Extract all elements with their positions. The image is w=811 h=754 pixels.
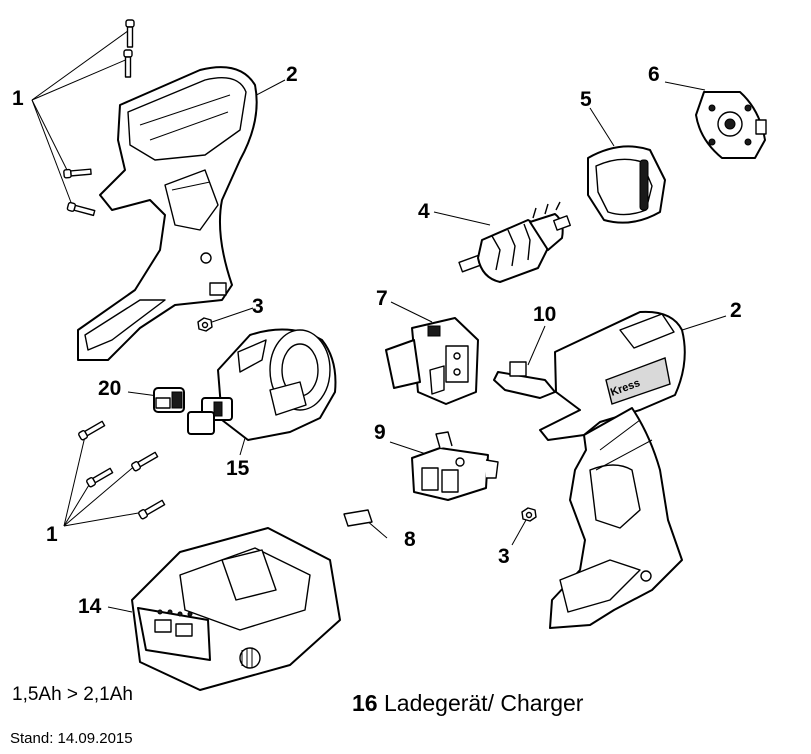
battery-capacity-note: 1,5Ah > 2,1Ah: [12, 684, 133, 705]
small-part: [343, 509, 373, 527]
armature: [458, 201, 571, 283]
screw: [123, 49, 133, 78]
callout-9: 9: [374, 421, 386, 444]
callout-7: 7: [376, 287, 388, 310]
screw-group-top: [63, 19, 135, 217]
screw-group-bottom: [78, 420, 166, 520]
lever: [493, 361, 556, 399]
leader-lines: [31, 27, 727, 613]
gear-housing: [187, 328, 337, 441]
callout-8: 8: [404, 528, 416, 551]
callout-4: 4: [418, 200, 430, 223]
screw: [125, 19, 135, 48]
switch: [385, 317, 479, 405]
callout-3-left: 3: [252, 295, 264, 318]
screw: [66, 201, 96, 217]
screw: [138, 499, 166, 520]
bearing-plate: [695, 91, 767, 159]
callout-20: 20: [98, 377, 122, 400]
callout-6: 6: [648, 63, 660, 86]
callout-3-right: 3: [498, 545, 510, 568]
callout-14: 14: [78, 595, 102, 618]
charger-label: Ladegerät/ Charger: [383, 690, 584, 716]
callout-2-right: 2: [730, 299, 742, 322]
screw: [63, 168, 92, 179]
magnet-ring: [587, 145, 666, 224]
housing-left-half: [77, 66, 258, 361]
screw: [131, 451, 159, 472]
callout-10: 10: [533, 303, 557, 326]
callout-2-left: 2: [286, 63, 298, 86]
battery-pack: [131, 527, 341, 691]
screw: [78, 420, 106, 441]
footer-date: Stand: 14.09.2015: [10, 730, 133, 747]
bit-adapter: [153, 387, 185, 413]
nut-right: [521, 507, 537, 522]
housing-right-half: Kress: [539, 310, 686, 629]
nut-left: [197, 317, 213, 332]
screw: [86, 467, 114, 488]
callout-5: 5: [580, 88, 592, 111]
charger-number: 16: [352, 690, 378, 716]
charger-caption: 16 Ladegerät/ Charger: [352, 690, 583, 717]
callout-1-top: 1: [12, 87, 24, 110]
callout-1-bottom: 1: [46, 523, 58, 546]
callout-15: 15: [226, 457, 250, 480]
terminal-block: [411, 431, 499, 501]
